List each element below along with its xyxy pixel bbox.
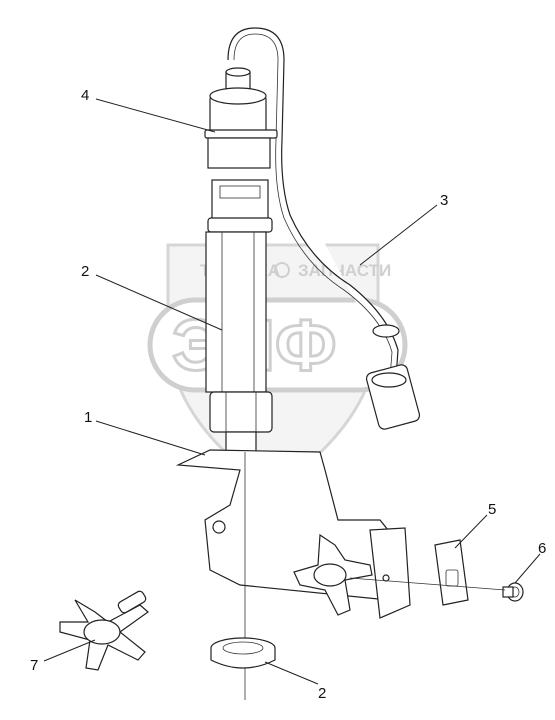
part-knob-right (293, 533, 373, 616)
callout-3: 3 (440, 192, 448, 209)
part-cylinder (205, 179, 273, 453)
callout-2-lower: 2 (318, 685, 326, 702)
part-bracket (175, 449, 411, 700)
part-nut (210, 637, 276, 669)
part-screw (502, 582, 524, 602)
watermark-brand-right: ЗАПЧАСТИ (298, 261, 391, 280)
part-wing-knob (59, 590, 149, 671)
part-sensor-head (204, 67, 278, 169)
part-clip (434, 539, 469, 606)
callout-1: 1 (84, 409, 92, 426)
gear-icon (274, 262, 290, 278)
callout-4: 4 (81, 87, 89, 104)
leader-lines (43, 98, 541, 685)
callout-5: 5 (488, 501, 496, 518)
callouts: 4 3 2 1 5 6 7 2 (30, 87, 546, 702)
callout-7: 7 (30, 657, 38, 674)
callout-2-upper: 2 (81, 263, 89, 280)
part-cable (227, 27, 421, 430)
callout-6: 6 (538, 540, 546, 557)
